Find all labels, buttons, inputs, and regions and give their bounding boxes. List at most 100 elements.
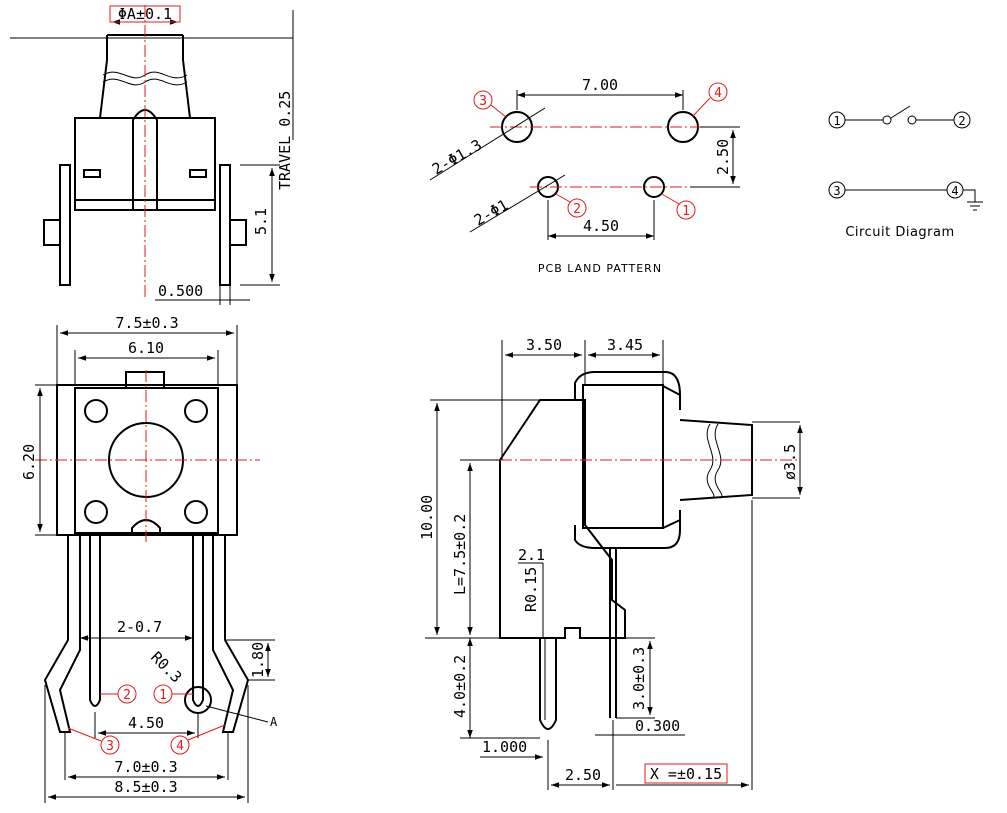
corner-hole-tr xyxy=(184,399,208,423)
callout-4-leader xyxy=(692,97,711,117)
dim-radius-side: R0.15 xyxy=(522,567,540,612)
dim-tab-width: 2.1 xyxy=(518,546,545,564)
switch-contact-1 xyxy=(882,115,892,125)
dim-lead-offset: 1.000 xyxy=(482,738,527,756)
left-pin-tab xyxy=(43,219,61,246)
dim-length: L=7.5±0.2 xyxy=(451,514,469,595)
leader-small-hole xyxy=(469,174,566,233)
dim-pitch-small: 4.50 xyxy=(583,217,619,235)
detail-a-leader xyxy=(205,705,269,723)
top-tab xyxy=(125,371,165,389)
ground-icon xyxy=(963,189,983,211)
circuit-label-1: 1 xyxy=(833,114,840,128)
callout-1-circle xyxy=(676,200,696,220)
callout-4-circle xyxy=(170,735,190,755)
dim-depth-front: 3.45 xyxy=(607,336,643,354)
dim-pitch-outer: 7.0±0.3 xyxy=(114,758,177,776)
callout-1-leader xyxy=(661,193,680,205)
dim-pin-length: 3.0±0.3 xyxy=(630,647,648,710)
callout-4-leader xyxy=(187,724,226,741)
right-pin xyxy=(219,164,231,286)
dim-pitch-large: 7.00 xyxy=(582,76,618,94)
callout-pin-3: 3 xyxy=(106,739,114,754)
circuit-label-3: 3 xyxy=(833,184,840,198)
housing-outline xyxy=(499,399,626,639)
circuit-diagram: 1 2 3 4 Circuit Diagram xyxy=(828,105,983,240)
knob-break xyxy=(706,423,715,499)
phi-a-box xyxy=(109,5,181,23)
dim-radius: R0.3 xyxy=(147,648,185,686)
dim-travel: TRAVEL 0.25 xyxy=(276,91,294,190)
dim-row-gap: 2.50 xyxy=(714,139,732,175)
bottom-clip xyxy=(574,510,681,549)
dim-phi-a: ΦA±0.1 xyxy=(118,5,172,23)
side-view: 3.50 3.45 10.00 L=7.5±0.2 ø3.5 2.1 R0.15… xyxy=(418,336,803,790)
detail-a-label: A xyxy=(270,715,278,729)
callout-3-circle xyxy=(473,90,493,110)
knob-right-edge xyxy=(182,35,191,119)
switch-lever xyxy=(890,105,911,119)
callout-4-circle xyxy=(708,82,728,102)
hole-1 xyxy=(643,176,665,198)
callout-pin-1: 1 xyxy=(159,688,167,703)
dim-pitch-inner: 4.50 xyxy=(128,714,164,732)
dim-height-body: 6.20 xyxy=(20,444,38,480)
lead-4 xyxy=(212,535,250,733)
lead-3 xyxy=(43,535,81,733)
dim-width-leads: 8.5±0.3 xyxy=(114,778,177,796)
callout-2-circle xyxy=(567,198,587,218)
callout-3-leader xyxy=(490,104,507,118)
callout-3-circle xyxy=(100,735,120,755)
dim-height-total: 10.00 xyxy=(418,495,436,540)
corner-hole-bl xyxy=(84,500,108,524)
circuit-caption: Circuit Diagram xyxy=(845,225,954,240)
clip-edge-bottom xyxy=(662,519,681,529)
dim-knob: ø3.5 xyxy=(781,444,799,480)
switch-body xyxy=(582,384,664,529)
dim-lead-length: 4.0±0.2 xyxy=(451,655,469,718)
callout-pin-4: 4 xyxy=(176,739,184,754)
callout-4: 4 xyxy=(714,86,722,101)
pin-2 xyxy=(89,535,101,707)
front-view: 6.20 7.5±0.3 6.10 2-0.7 R0.3 1.80 4.50 7… xyxy=(20,314,278,803)
tolerance-note: X =±0.15 xyxy=(650,765,722,783)
dim-width-total: 7.5±0.3 xyxy=(115,314,178,332)
dim-small-hole: 2-Φ1 xyxy=(471,196,511,230)
pcb-caption: PCB LAND PATTERN xyxy=(538,262,662,275)
left-pin xyxy=(59,164,71,286)
dim-pin-width: 0.500 xyxy=(158,282,203,300)
callout-3: 3 xyxy=(479,94,487,109)
callout-1: 1 xyxy=(682,204,690,219)
dim-height: 5.1 xyxy=(252,208,270,235)
dim-pin-pitch: 2.50 xyxy=(565,766,601,784)
callout-2-leader xyxy=(555,193,571,203)
corner-hole-tl xyxy=(84,399,108,423)
lead-front xyxy=(539,638,557,730)
dim-pin-width: 2-0.7 xyxy=(117,618,162,636)
dim-lead-height: 1.80 xyxy=(249,642,267,678)
callout-2: 2 xyxy=(573,202,581,217)
top-clip xyxy=(574,371,681,410)
corner-hole-br xyxy=(184,500,208,524)
knob-break-2 xyxy=(714,423,723,499)
knob-left-edge xyxy=(99,35,108,119)
pcb-land-pattern: 7.00 2.50 4.50 2-Φ1.3 2-Φ1 3 4 2 1 PCB L… xyxy=(429,76,740,275)
tolerance-box xyxy=(644,763,728,784)
pin-1 xyxy=(192,535,204,707)
dim-pin-thickness: 0.300 xyxy=(635,717,680,735)
clip-edge-top xyxy=(662,385,681,396)
callout-3-leader xyxy=(67,727,102,742)
dim-large-hole: 2-Φ1.3 xyxy=(429,136,485,179)
dim-width-body: 6.10 xyxy=(128,339,164,357)
right-pin-tab xyxy=(229,219,247,246)
leader-large-hole xyxy=(429,107,546,181)
circuit-label-4: 4 xyxy=(951,184,958,198)
right-terminal xyxy=(189,169,207,178)
top-view: ΦA±0.1 TRAVEL 0.25 5.1 0.500 xyxy=(10,5,294,305)
switch-contact-2 xyxy=(907,115,917,125)
circuit-label-2: 2 xyxy=(958,114,965,128)
detail-a-circle xyxy=(184,686,212,714)
callout-pin-2: 2 xyxy=(123,688,131,703)
left-terminal xyxy=(83,169,101,178)
